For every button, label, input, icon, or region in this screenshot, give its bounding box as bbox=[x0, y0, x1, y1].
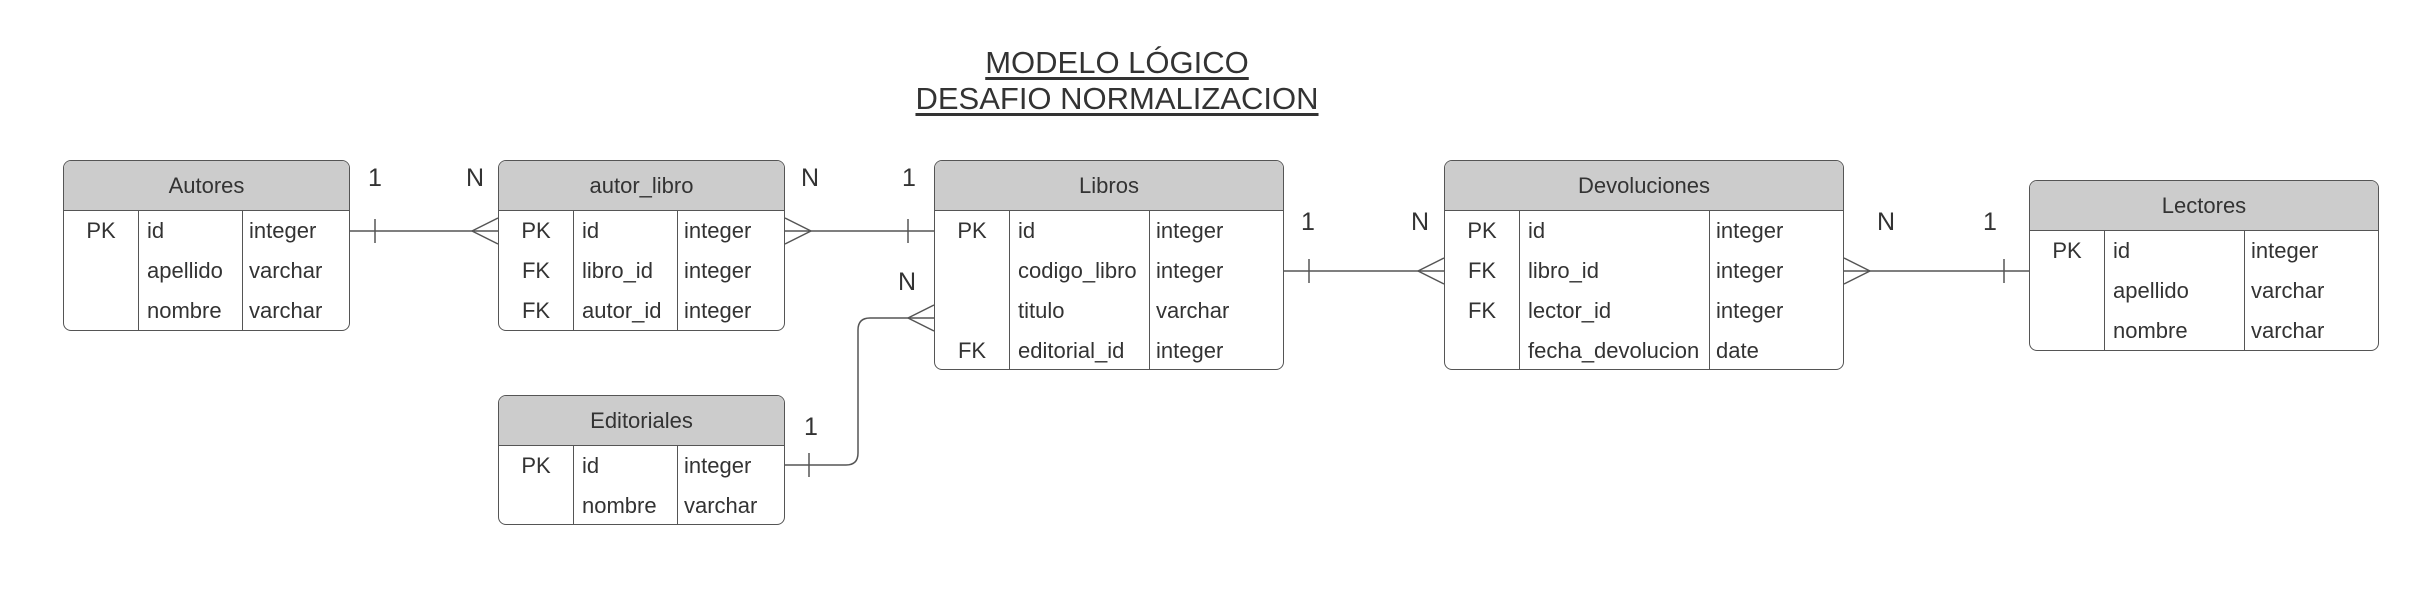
field-name: id bbox=[1519, 211, 1709, 251]
diagram-title-line1: MODELO LÓGICO bbox=[985, 45, 1249, 80]
entity-autores: Autores PK id integer apellido varchar n… bbox=[63, 160, 350, 331]
field-name: id bbox=[2104, 231, 2244, 271]
entity-editoriales-name: Editoriales bbox=[499, 396, 784, 446]
field-name: apellido bbox=[138, 251, 242, 291]
field-name: id bbox=[573, 211, 677, 251]
field-type: integer bbox=[242, 211, 349, 251]
field-type: integer bbox=[677, 291, 784, 330]
field-type: integer bbox=[677, 446, 784, 486]
field-key: FK bbox=[521, 298, 551, 323]
field-key: PK bbox=[86, 218, 116, 243]
field-name: nombre bbox=[2104, 311, 2244, 350]
field-name: codigo_libro bbox=[1009, 251, 1149, 291]
entity-lectores: Lectores PK id integer apellido varchar … bbox=[2029, 180, 2379, 351]
field-key: PK bbox=[521, 453, 551, 478]
field-name: libro_id bbox=[1519, 251, 1709, 291]
field-key bbox=[64, 251, 138, 291]
crowfoot-libros-left bbox=[907, 304, 935, 332]
field-type: date bbox=[1709, 331, 1843, 369]
field-key: PK bbox=[957, 218, 987, 243]
field-type: integer bbox=[1149, 331, 1283, 369]
field-type: varchar bbox=[242, 251, 349, 291]
field-name: nombre bbox=[138, 291, 242, 330]
entity-libros-fields: PK id integer codigo_libro integer titul… bbox=[935, 211, 1283, 369]
field-key bbox=[499, 486, 573, 524]
cardinality-autor-libro-libros-from: N bbox=[801, 164, 820, 192]
entity-lectores-fields: PK id integer apellido varchar nombre va… bbox=[2030, 231, 2378, 350]
entity-devoluciones-fields: PK id integer FK libro_id integer FK lec… bbox=[1445, 211, 1843, 369]
cardinality-autores-autor-libro-from: 1 bbox=[368, 164, 382, 192]
field-type: integer bbox=[1709, 211, 1843, 251]
cardinality-editoriales-libros-to: N bbox=[898, 268, 917, 296]
field-key bbox=[935, 291, 1009, 331]
field-name: editorial_id bbox=[1009, 331, 1149, 369]
field-type: varchar bbox=[242, 291, 349, 330]
cardinality-libros-devoluciones-to: N bbox=[1411, 208, 1430, 236]
field-name: id bbox=[573, 446, 677, 486]
cardinality-devoluciones-lectores-from: N bbox=[1877, 208, 1896, 236]
field-type: integer bbox=[1149, 211, 1283, 251]
cardinality-devoluciones-lectores-to: 1 bbox=[1983, 208, 1997, 236]
field-key bbox=[935, 251, 1009, 291]
field-type: varchar bbox=[1149, 291, 1283, 331]
entity-editoriales-fields: PK id integer nombre varchar bbox=[499, 446, 784, 524]
field-key: FK bbox=[957, 338, 987, 363]
field-type: integer bbox=[1149, 251, 1283, 291]
entity-autor-libro-name: autor_libro bbox=[499, 161, 784, 211]
entity-lectores-name: Lectores bbox=[2030, 181, 2378, 231]
entity-libros-name: Libros bbox=[935, 161, 1283, 211]
entity-devoluciones-name: Devoluciones bbox=[1445, 161, 1843, 211]
field-key bbox=[2030, 271, 2104, 311]
field-name: autor_id bbox=[573, 291, 677, 330]
connector-editoriales-libros bbox=[785, 317, 934, 466]
field-name: id bbox=[1009, 211, 1149, 251]
field-key: PK bbox=[1467, 218, 1497, 243]
cardinality-autor-libro-libros-to: 1 bbox=[902, 164, 916, 192]
field-type: integer bbox=[677, 251, 784, 291]
field-name: titulo bbox=[1009, 291, 1149, 331]
field-type: varchar bbox=[677, 486, 784, 524]
field-name: nombre bbox=[573, 486, 677, 524]
entity-devoluciones: Devoluciones PK id integer FK libro_id i… bbox=[1444, 160, 1844, 370]
entity-autores-name: Autores bbox=[64, 161, 349, 211]
entity-editoriales: Editoriales PK id integer nombre varchar bbox=[498, 395, 785, 525]
cardinality-autores-autor-libro-to: N bbox=[466, 164, 485, 192]
field-key bbox=[64, 291, 138, 330]
crowfoot-devoluciones-left bbox=[1417, 257, 1445, 285]
entity-autor-libro: autor_libro PK id integer FK libro_id in… bbox=[498, 160, 785, 331]
field-type: varchar bbox=[2244, 271, 2378, 311]
cardinality-editoriales-libros-from: 1 bbox=[804, 413, 818, 441]
field-name: id bbox=[138, 211, 242, 251]
crowfoot-devoluciones-right bbox=[1843, 257, 1871, 285]
field-name: fecha_devolucion bbox=[1519, 331, 1709, 369]
entity-autores-fields: PK id integer apellido varchar nombre va… bbox=[64, 211, 349, 330]
field-type: integer bbox=[2244, 231, 2378, 271]
crowfoot-autor-libro-left bbox=[471, 217, 499, 245]
field-type: integer bbox=[1709, 251, 1843, 291]
diagram-title-line2: DESAFIO NORMALIZACION bbox=[915, 81, 1319, 116]
field-key: FK bbox=[1467, 298, 1497, 323]
entity-libros: Libros PK id integer codigo_libro intege… bbox=[934, 160, 1284, 370]
field-type: integer bbox=[677, 211, 784, 251]
crowfoot-autor-libro-right bbox=[784, 217, 812, 245]
field-key: FK bbox=[521, 258, 551, 283]
field-key bbox=[2030, 311, 2104, 350]
field-name: apellido bbox=[2104, 271, 2244, 311]
field-name: lector_id bbox=[1519, 291, 1709, 331]
cardinality-libros-devoluciones-from: 1 bbox=[1301, 208, 1315, 236]
field-type: varchar bbox=[2244, 311, 2378, 350]
field-key bbox=[1445, 331, 1519, 369]
field-type: integer bbox=[1709, 291, 1843, 331]
field-name: libro_id bbox=[573, 251, 677, 291]
field-key: PK bbox=[2052, 238, 2082, 263]
entity-autor-libro-fields: PK id integer FK libro_id integer FK aut… bbox=[499, 211, 784, 330]
field-key: PK bbox=[521, 218, 551, 243]
field-key: FK bbox=[1467, 258, 1497, 283]
